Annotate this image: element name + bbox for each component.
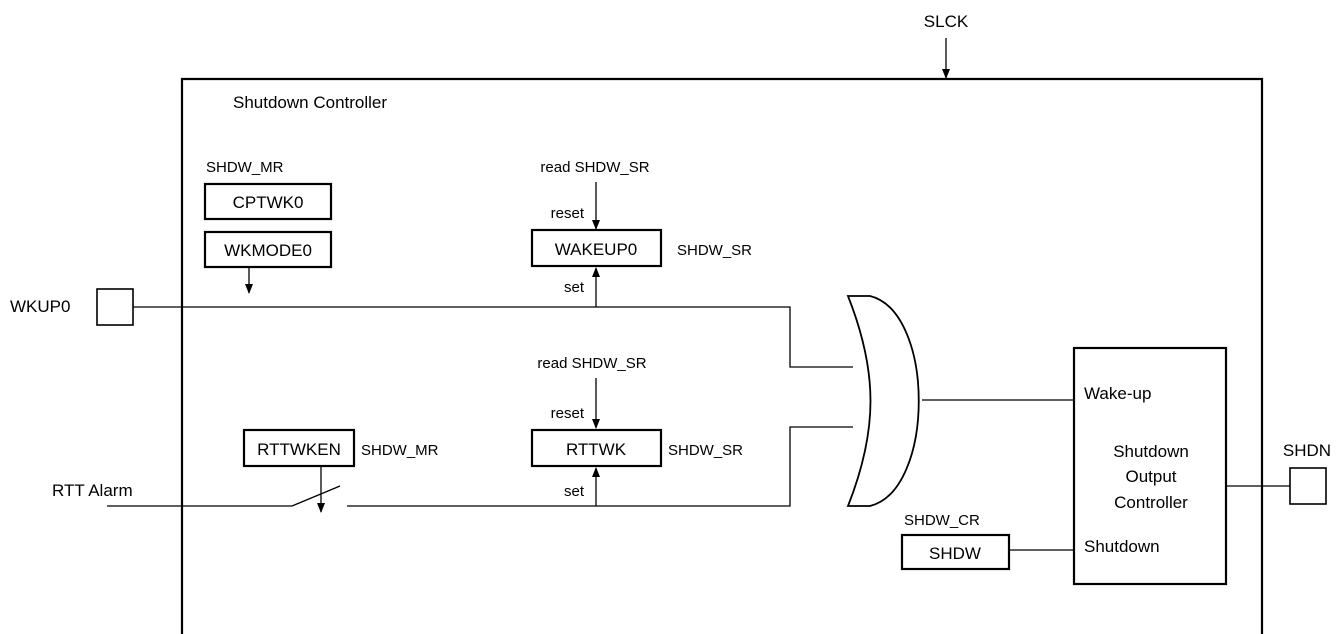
output-controller-title-3: Controller [1114, 493, 1188, 512]
rtt-reset-label: reset [551, 405, 585, 422]
shdw-label: SHDW [929, 544, 981, 563]
wake-up-port-label: Wake-up [1084, 384, 1151, 403]
rtt-read-label: read SHDW_SR [537, 355, 646, 372]
rtt-sr-label: SHDW_SR [668, 442, 743, 459]
rttwken-mr-label: SHDW_MR [361, 442, 439, 459]
controller-frame [180, 77, 1264, 634]
output-controller-box [1072, 346, 1228, 586]
rttwk-label: RTTWK [566, 440, 627, 459]
rtt-alarm-label: RTT Alarm [52, 481, 133, 500]
rttwken-box [242, 428, 356, 468]
cptwk0-box [203, 182, 333, 221]
rtt-set-label: set [564, 483, 585, 500]
wakeup0-label: WAKEUP0 [555, 240, 638, 259]
or-gate [846, 295, 920, 507]
output-controller-title-1: Shutdown [1113, 442, 1189, 461]
shutdown-port-label: Shutdown [1084, 537, 1160, 556]
output-controller-title-2: Output [1125, 467, 1176, 486]
cptwk0-label: CPTWK0 [233, 193, 304, 212]
wkup0-pad [96, 288, 134, 326]
controller-title: Shutdown Controller [233, 93, 387, 112]
wakeup-reset-label: reset [551, 205, 585, 222]
wkmode0-label: WKMODE0 [224, 241, 312, 260]
wkup0-wire [133, 306, 853, 368]
shdn-label: SHDN [1283, 441, 1331, 460]
wkmode0-box [203, 230, 333, 269]
wakeup-sr-label: SHDW_SR [677, 242, 752, 259]
rtt-switch-blade [291, 485, 341, 507]
rttwk-box [530, 428, 663, 468]
shdw-box [900, 533, 1011, 571]
rttwken-label: RTTWKEN [257, 440, 341, 459]
wkup0-label: WKUP0 [10, 297, 70, 316]
control-register-label: SHDW_CR [904, 512, 980, 529]
rtt-wire [347, 426, 853, 507]
wakeup-read-label: read SHDW_SR [540, 159, 649, 176]
shdn-pad [1289, 467, 1327, 505]
wakeup-set-label: set [564, 279, 585, 296]
wakeup0-box [530, 228, 663, 268]
mode-register-label: SHDW_MR [206, 159, 284, 176]
slck-label: SLCK [924, 12, 969, 31]
